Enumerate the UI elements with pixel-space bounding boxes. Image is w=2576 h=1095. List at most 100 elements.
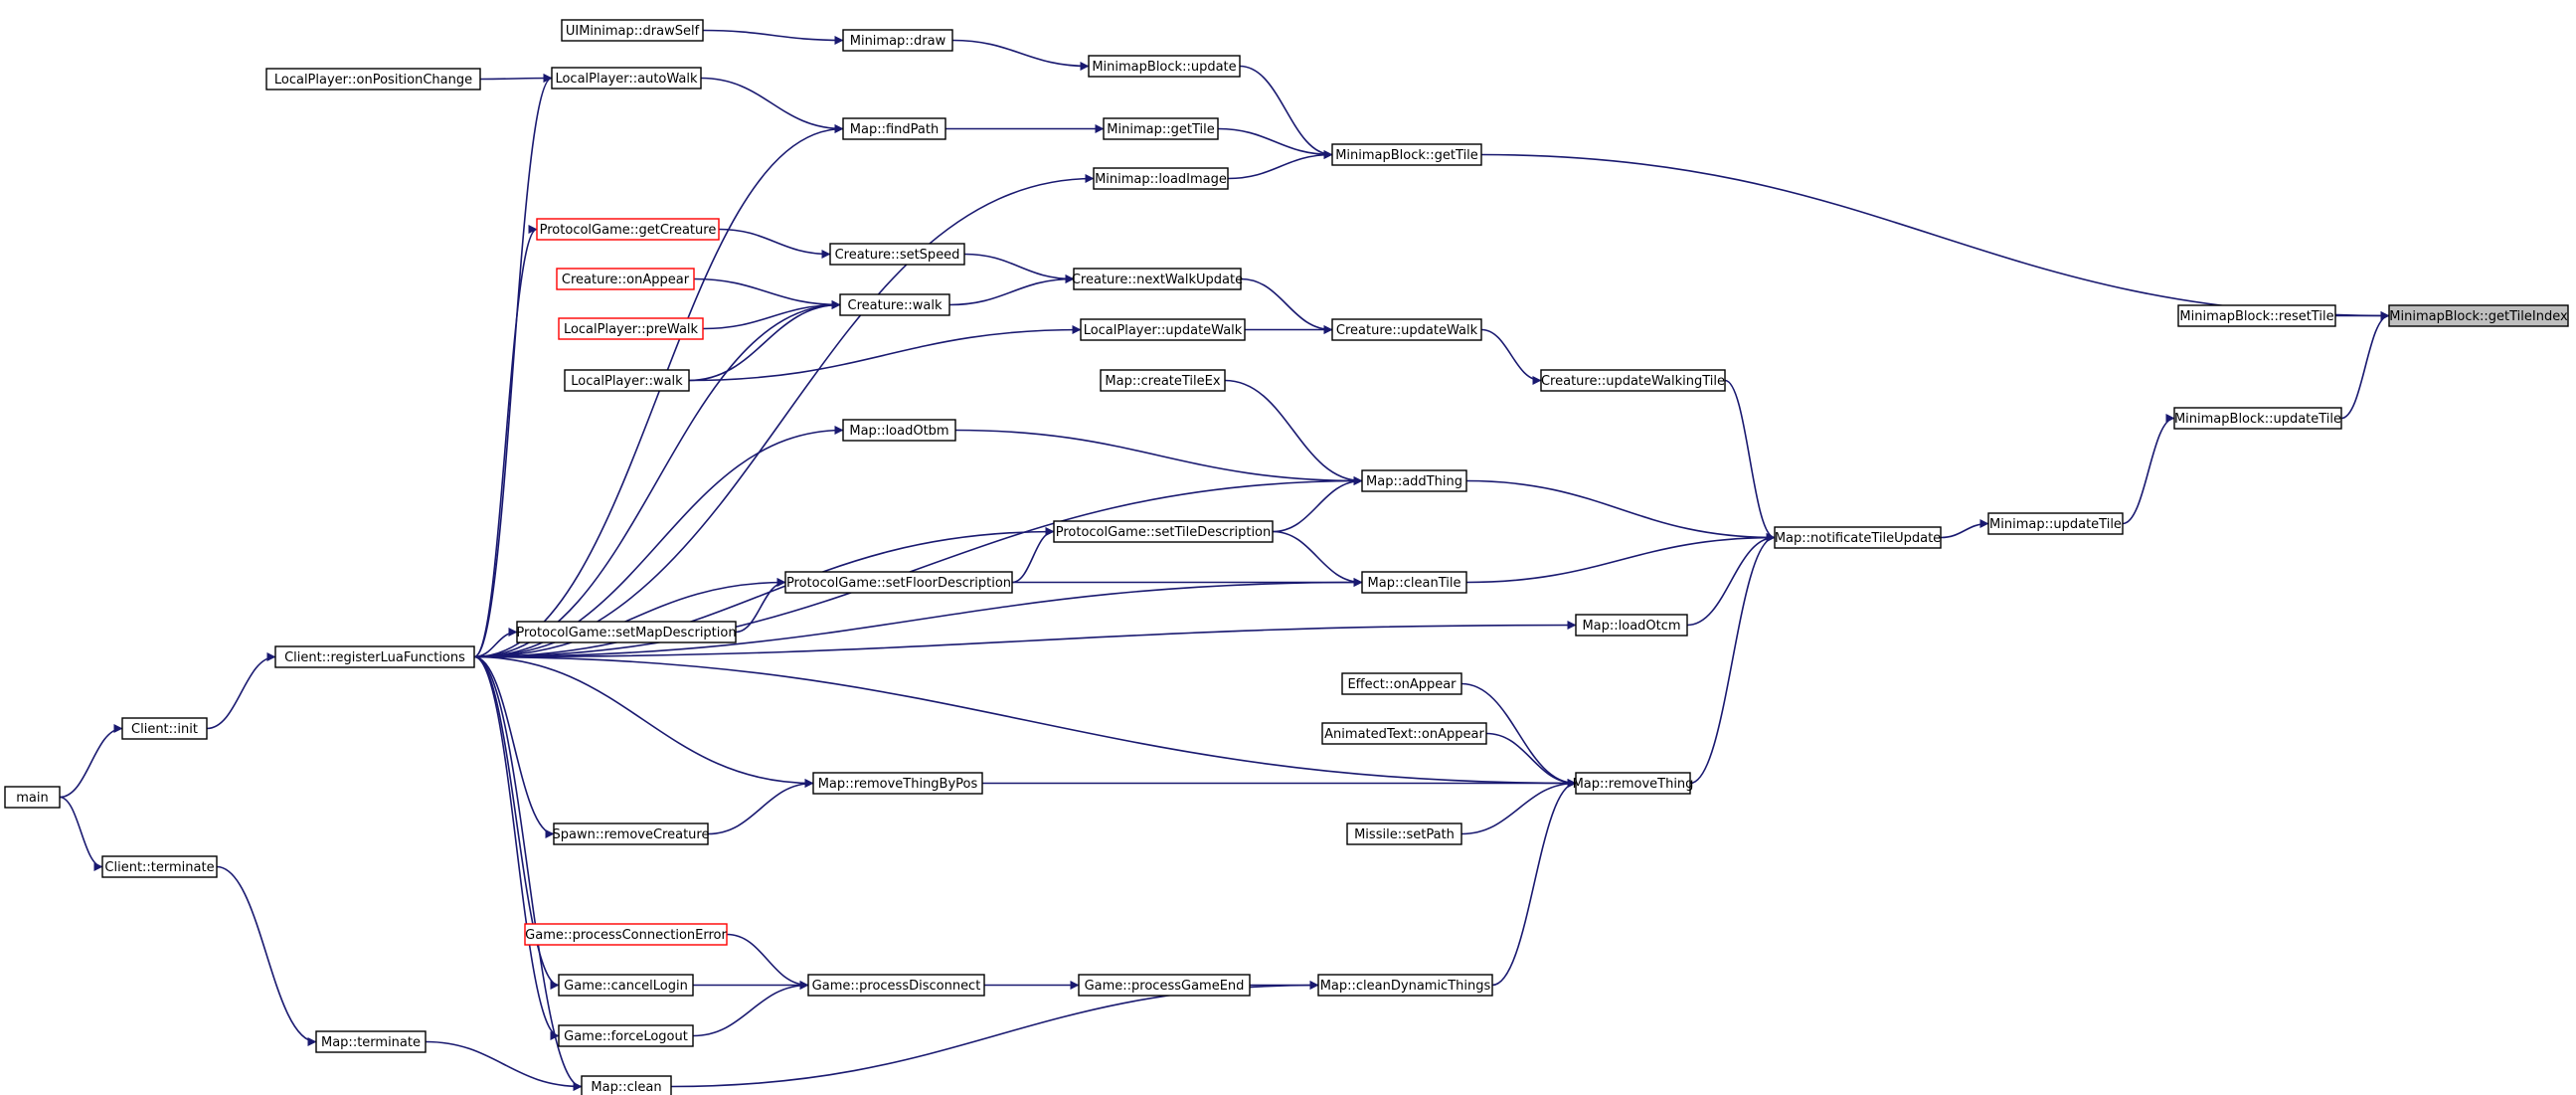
node-minimap_loadimage[interactable]: Minimap::loadImage xyxy=(1093,167,1229,190)
node-box[interactable] xyxy=(1321,722,1487,745)
node-box[interactable] xyxy=(1331,318,1482,341)
node-box[interactable] xyxy=(2177,304,2336,327)
node-box[interactable] xyxy=(807,974,985,997)
node-protocolgame_setfloordescription[interactable]: ProtocolGame::setFloorDescription xyxy=(784,571,1013,594)
node-map_removething[interactable]: Map::removeThing xyxy=(1573,772,1694,795)
node-client_init[interactable]: Client::init xyxy=(121,717,208,740)
node-box[interactable] xyxy=(829,243,965,266)
node-localplayer_prewalk[interactable]: LocalPlayer::preWalk xyxy=(558,317,704,340)
node-box[interactable] xyxy=(1088,55,1241,78)
node-game_processdisconnect[interactable]: Game::processDisconnect xyxy=(807,974,985,997)
node-box[interactable] xyxy=(1540,369,1726,392)
node-animatedtext_onappear[interactable]: AnimatedText::onAppear xyxy=(1321,722,1487,745)
node-box[interactable] xyxy=(842,117,946,140)
node-box[interactable] xyxy=(1361,469,1467,492)
node-minimap_draw[interactable]: Minimap::draw xyxy=(842,29,953,52)
node-box[interactable] xyxy=(784,571,1013,594)
node-box[interactable] xyxy=(524,923,728,946)
node-box[interactable] xyxy=(558,1024,694,1047)
node-protocolgame_settiledescription[interactable]: ProtocolGame::setTileDescription xyxy=(1053,520,1274,543)
node-box[interactable] xyxy=(561,19,704,42)
node-box[interactable] xyxy=(581,1075,672,1095)
node-effect_onappear[interactable]: Effect::onAppear xyxy=(1341,672,1462,695)
node-client_registerluafunctions[interactable]: Client::registerLuaFunctions xyxy=(274,645,475,668)
node-minimap_gettile[interactable]: Minimap::getTile xyxy=(1103,117,1219,140)
node-protocolgame_getcreature[interactable]: ProtocolGame::getCreature xyxy=(536,218,720,241)
node-game_cancellogin[interactable]: Game::cancelLogin xyxy=(558,974,694,997)
node-box[interactable] xyxy=(2173,407,2342,430)
node-box[interactable] xyxy=(558,317,704,340)
node-minimapblock_update[interactable]: MinimapBlock::update xyxy=(1088,55,1241,78)
node-creature_onappear[interactable]: Creature::onAppear xyxy=(556,268,695,290)
node-main[interactable]: main xyxy=(4,786,61,809)
node-creature_setspeed[interactable]: Creature::setSpeed xyxy=(829,243,965,266)
node-spawn_removecreature[interactable]: Spawn::removeCreature xyxy=(553,822,710,845)
node-game_processconnectionerror[interactable]: Game::processConnectionError xyxy=(524,923,728,946)
node-box[interactable] xyxy=(1080,318,1246,341)
node-box[interactable] xyxy=(4,786,61,809)
node-missile_setpath[interactable]: Missile::setPath xyxy=(1346,822,1462,845)
node-box[interactable] xyxy=(536,218,720,241)
node-client_terminate[interactable]: Client::terminate xyxy=(101,855,218,878)
node-map_cleandynamicthings[interactable]: Map::cleanDynamicThings xyxy=(1317,974,1493,997)
node-box[interactable] xyxy=(516,621,737,643)
node-box[interactable] xyxy=(274,645,475,668)
node-box[interactable] xyxy=(121,717,208,740)
node-map_addthing[interactable]: Map::addThing xyxy=(1361,469,1467,492)
node-box[interactable] xyxy=(842,419,956,442)
node-box[interactable] xyxy=(1575,614,1688,637)
node-game_forcelogout[interactable]: Game::forceLogout xyxy=(558,1024,694,1047)
node-uiminimap_drawself[interactable]: UIMinimap::drawSelf xyxy=(561,19,704,42)
node-box[interactable] xyxy=(1078,974,1251,997)
node-box[interactable] xyxy=(812,772,983,795)
node-game_processgameend[interactable]: Game::processGameEnd xyxy=(1078,974,1251,997)
node-map_loadotcm[interactable]: Map::loadOtcm xyxy=(1575,614,1688,637)
node-box[interactable] xyxy=(551,67,702,90)
node-map_notificatetileupdate[interactable]: Map::notificateTileUpdate xyxy=(1774,526,1942,549)
node-protocolgame_setmapdescription[interactable]: ProtocolGame::setMapDescription xyxy=(516,621,737,643)
node-box[interactable] xyxy=(553,822,709,845)
node-localplayer_walk[interactable]: LocalPlayer::walk xyxy=(564,369,690,392)
node-map_createtileex[interactable]: Map::createTileEx xyxy=(1100,369,1226,392)
node-box[interactable] xyxy=(1103,117,1219,140)
node-box[interactable] xyxy=(2388,304,2569,327)
node-creature_updatewalk[interactable]: Creature::updateWalk xyxy=(1331,318,1482,341)
node-box[interactable] xyxy=(556,268,695,290)
node-creature_walk[interactable]: Creature::walk xyxy=(839,293,950,316)
node-box[interactable] xyxy=(101,855,218,878)
node-map_findpath[interactable]: Map::findPath xyxy=(842,117,946,140)
node-localplayer_updatewalk[interactable]: LocalPlayer::updateWalk xyxy=(1080,318,1246,341)
node-minimapblock_gettile[interactable]: MinimapBlock::getTile xyxy=(1331,143,1482,166)
node-box[interactable] xyxy=(1361,571,1467,594)
node-box[interactable] xyxy=(1073,268,1242,290)
node-box[interactable] xyxy=(1987,512,2124,535)
node-box[interactable] xyxy=(842,29,953,52)
node-map_removethingbypos[interactable]: Map::removeThingByPos xyxy=(812,772,983,795)
node-box[interactable] xyxy=(1093,167,1229,190)
node-box[interactable] xyxy=(1100,369,1226,392)
node-box[interactable] xyxy=(265,68,481,91)
node-box[interactable] xyxy=(1341,672,1462,695)
node-localplayer_onpositionchange[interactable]: LocalPlayer::onPositionChange xyxy=(265,68,481,91)
node-minimap_updatetile[interactable]: Minimap::updateTile xyxy=(1987,512,2124,535)
node-map_terminate[interactable]: Map::terminate xyxy=(315,1030,427,1053)
node-localplayer_autowalk[interactable]: LocalPlayer::autoWalk xyxy=(551,67,702,90)
node-minimapblock_resettile[interactable]: MinimapBlock::resetTile xyxy=(2177,304,2336,327)
node-box[interactable] xyxy=(315,1030,427,1053)
node-minimapblock_updatetile[interactable]: MinimapBlock::updateTile xyxy=(2173,407,2342,430)
node-box[interactable] xyxy=(1053,520,1274,543)
node-minimapblock_gettileindex[interactable]: MinimapBlock::getTileIndex xyxy=(2388,304,2569,327)
node-map_loadotbm[interactable]: Map::loadOtbm xyxy=(842,419,956,442)
node-box[interactable] xyxy=(1317,974,1493,997)
node-box[interactable] xyxy=(1774,526,1942,549)
node-box[interactable] xyxy=(1575,772,1691,795)
node-creature_nextwalkupdate[interactable]: Creature::nextWalkUpdate xyxy=(1072,268,1243,290)
node-map_cleantile[interactable]: Map::cleanTile xyxy=(1361,571,1467,594)
node-box[interactable] xyxy=(1331,143,1482,166)
node-box[interactable] xyxy=(1346,822,1462,845)
node-box[interactable] xyxy=(558,974,694,997)
node-map_clean[interactable]: Map::clean xyxy=(581,1075,672,1095)
node-creature_updatewalkingtile[interactable]: Creature::updateWalkingTile xyxy=(1540,369,1726,392)
node-box[interactable] xyxy=(564,369,690,392)
node-box[interactable] xyxy=(839,293,950,316)
